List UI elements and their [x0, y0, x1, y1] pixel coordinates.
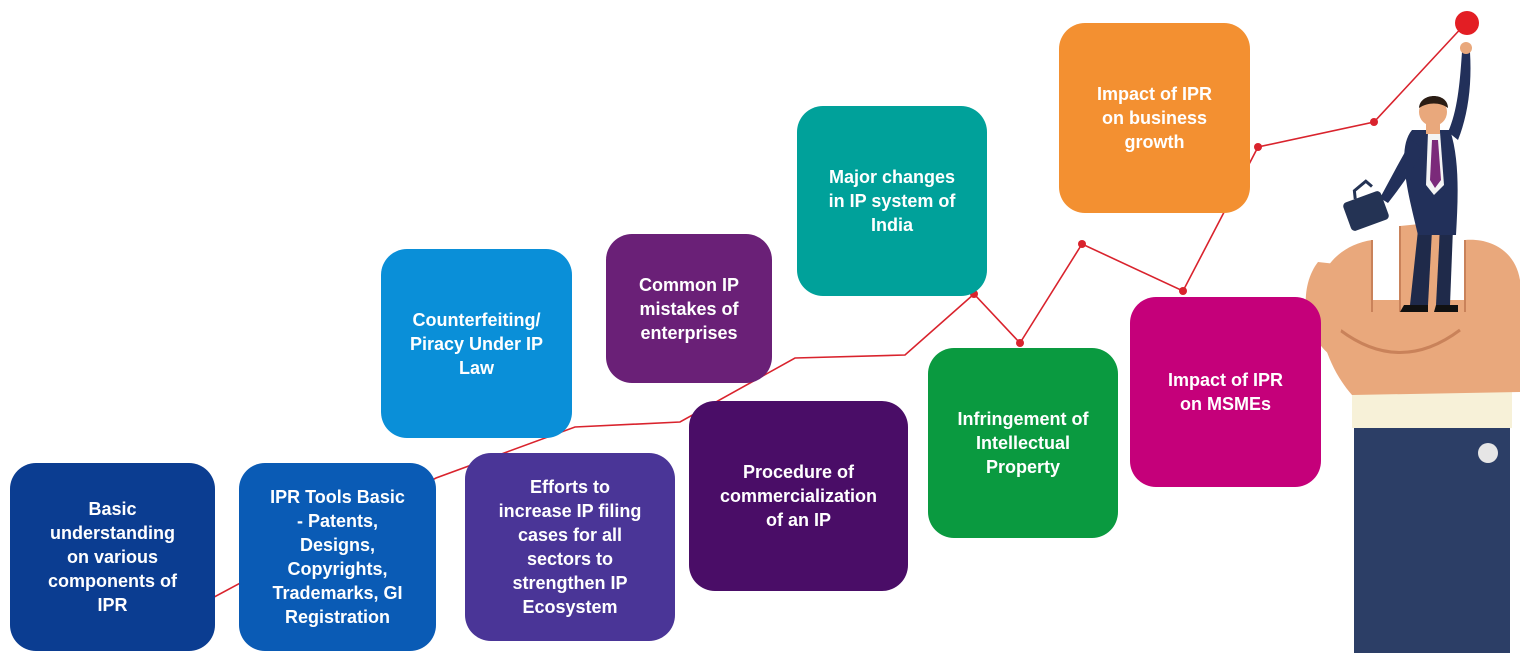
step-box-ipr-tools: IPR Tools Basic - Patents, Designs, Copy…	[239, 463, 436, 651]
step-box-commercialization: Procedure of commercialization of an IP	[689, 401, 908, 591]
step-label: Procedure of commercialization of an IP	[719, 462, 878, 530]
step-label: Basic understanding on various component…	[48, 499, 177, 615]
businessman-figure	[1380, 42, 1472, 312]
step-box-msmes: Impact of IPR on MSMEs	[1130, 297, 1321, 487]
step-label: Infringement of Intellectual Property	[957, 409, 1089, 477]
cuff-button-icon	[1478, 443, 1498, 463]
trend-node	[1254, 143, 1262, 151]
step-box-major-changes: Major changes in IP system of India	[797, 106, 987, 296]
trend-node	[1078, 240, 1086, 248]
step-label: Impact of IPR on business growth	[1096, 84, 1212, 152]
trend-node	[1016, 339, 1024, 347]
step-label: Impact of IPR on MSMEs	[1167, 370, 1283, 414]
step-box-business-growth: Impact of IPR on business growth	[1059, 23, 1250, 213]
step-label: Efforts to increase IP filing cases for …	[498, 477, 642, 617]
step-label: Counterfeiting/ Piracy Under IP Law	[409, 309, 544, 378]
goal-dot-icon	[1455, 11, 1479, 35]
step-box-counterfeiting: Counterfeiting/ Piracy Under IP Law	[381, 249, 572, 438]
step-box-common-mistakes: Common IP mistakes of enterprises	[606, 234, 772, 383]
step-label: Major changes in IP system of India	[828, 167, 956, 235]
sleeve	[1354, 425, 1510, 653]
briefcase-icon	[1343, 179, 1389, 231]
step-box-infringement: Infringement of Intellectual Property	[928, 348, 1118, 538]
step-label: Common IP mistakes of enterprises	[638, 274, 739, 343]
step-label: IPR Tools Basic - Patents, Designs, Copy…	[270, 487, 405, 627]
step-box-basic-understanding: Basic understanding on various component…	[10, 463, 215, 651]
shirt-cuff	[1352, 392, 1512, 428]
step-box-efforts-ip-filing: Efforts to increase IP filing cases for …	[465, 453, 675, 641]
trend-node	[1370, 118, 1378, 126]
trend-node	[1179, 287, 1187, 295]
